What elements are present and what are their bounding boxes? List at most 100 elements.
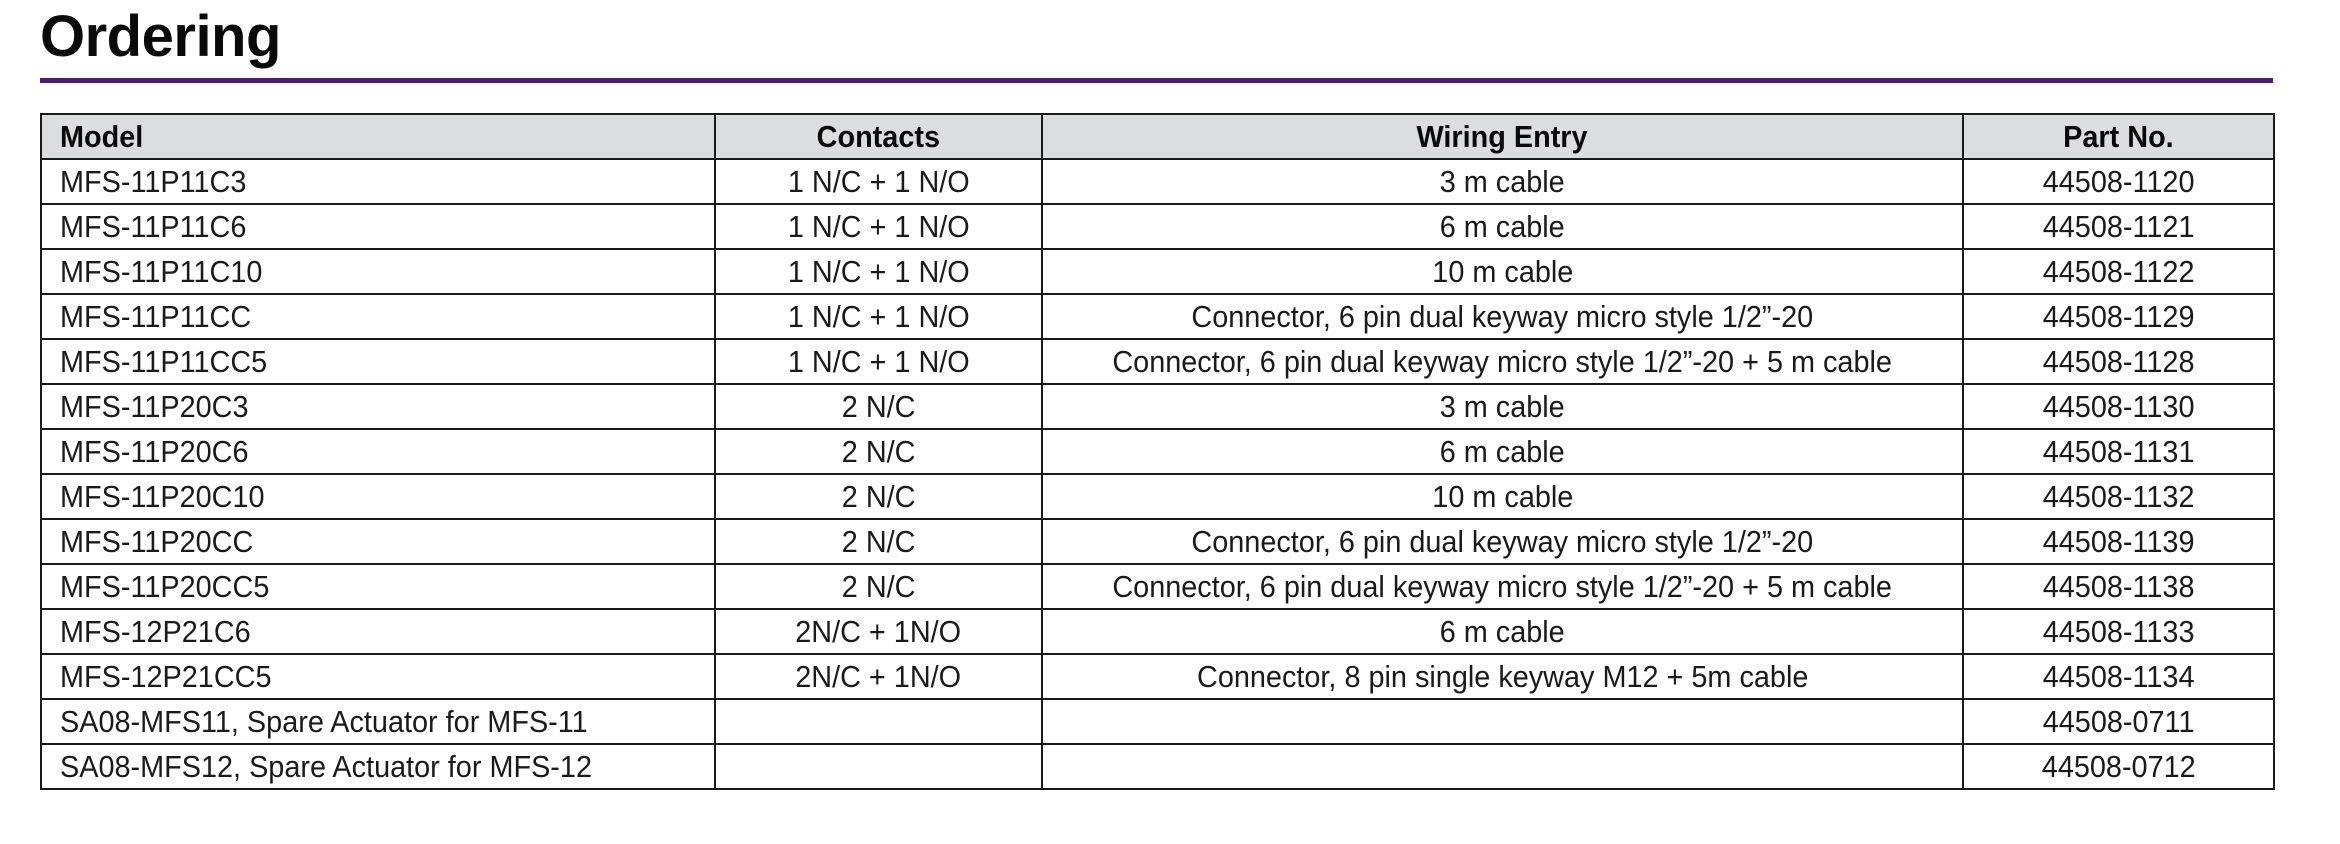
part-no-text: 44508-0711	[2042, 704, 2195, 739]
table-row: MFS-11P20CC5 2 N/C Connector, 6 pin dual…	[40, 563, 2275, 610]
part-no-text: 44508-1122	[2042, 254, 2195, 289]
cell-part-no: 44508-1129	[1962, 293, 2275, 340]
table-row: MFS-11P20C10 2 N/C 10 m cable 44508-1132	[40, 473, 2275, 520]
model-text: MFS-11P11C3	[60, 164, 247, 199]
part-no-text: 44508-1121	[2042, 209, 2195, 244]
contacts-text: 1 N/C + 1 N/O	[787, 164, 970, 199]
cell-contacts: 2 N/C	[714, 518, 1043, 565]
cell-contacts: 2 N/C	[714, 428, 1043, 475]
cell-contacts: 2N/C + 1N/O	[714, 608, 1043, 655]
cell-model: MFS-11P11CC5	[40, 338, 716, 385]
cell-model: MFS-11P20CC	[40, 518, 716, 565]
wiring-entry-text: 3 m cable	[1440, 389, 1565, 424]
part-no-text: 44508-1138	[2042, 569, 2195, 604]
model-text: MFS-11P11C6	[60, 209, 247, 244]
contacts-text: 1 N/C + 1 N/O	[787, 209, 970, 244]
table-row: MFS-12P21C6 2N/C + 1N/O 6 m cable 44508-…	[40, 608, 2275, 655]
cell-contacts: 2N/C + 1N/O	[714, 653, 1043, 700]
cell-wiring-entry	[1041, 698, 1964, 745]
cell-contacts: 2 N/C	[714, 473, 1043, 520]
table-row: MFS-11P11CC5 1 N/C + 1 N/O Connector, 6 …	[40, 338, 2275, 385]
column-header-label: Part No.	[2063, 119, 2174, 154]
model-text: SA08-MFS11, Spare Actuator for MFS-11	[60, 704, 588, 739]
cell-model: SA08-MFS12, Spare Actuator for MFS-12	[40, 743, 716, 790]
cell-model: MFS-11P11CC	[40, 293, 716, 340]
part-no-text: 44508-1128	[2042, 344, 2195, 379]
cell-model: MFS-12P21CC5	[40, 653, 716, 700]
column-header-label: Model	[60, 119, 144, 154]
cell-model: MFS-12P21C6	[40, 608, 716, 655]
column-header-label: Contacts	[816, 119, 941, 154]
column-header-model: Model	[40, 113, 716, 160]
title-divider	[40, 78, 2273, 83]
table-row: MFS-11P20CC 2 N/C Connector, 6 pin dual …	[40, 518, 2275, 565]
contacts-text: 2N/C + 1N/O	[795, 659, 962, 694]
wiring-entry-text: Connector, 6 pin dual keyway micro style…	[1191, 524, 1814, 559]
cell-model: MFS-11P20C6	[40, 428, 716, 475]
cell-contacts	[714, 698, 1043, 745]
part-no-text: 44508-1130	[2042, 389, 2195, 424]
header-row: Model Contacts Wiring Entry Part No.	[40, 113, 2275, 160]
cell-part-no: 44508-1133	[1962, 608, 2275, 655]
part-no-text: 44508-1133	[2042, 614, 2195, 649]
cell-part-no: 44508-0712	[1962, 743, 2275, 790]
model-text: MFS-11P11C10	[60, 254, 263, 289]
page-title: Ordering	[40, 4, 281, 69]
cell-contacts	[714, 743, 1043, 790]
cell-part-no: 44508-1122	[1962, 248, 2275, 295]
cell-contacts: 2 N/C	[714, 383, 1043, 430]
cell-wiring-entry	[1041, 743, 1964, 790]
cell-model: MFS-11P11C3	[40, 158, 716, 205]
cell-wiring-entry: 3 m cable	[1041, 383, 1964, 430]
table-row: MFS-11P11C10 1 N/C + 1 N/O 10 m cable 44…	[40, 248, 2275, 295]
column-header-contacts: Contacts	[714, 113, 1043, 160]
part-no-text: 44508-0712	[2041, 749, 2196, 784]
model-text: MFS-11P20CC	[60, 524, 254, 559]
model-text: SA08-MFS12, Spare Actuator for MFS-12	[60, 749, 592, 784]
cell-model: MFS-11P20C3	[40, 383, 716, 430]
cell-wiring-entry: Connector, 6 pin dual keyway micro style…	[1041, 338, 1964, 385]
cell-part-no: 44508-1139	[1962, 518, 2275, 565]
model-text: MFS-11P20C10	[60, 479, 265, 514]
table-row: MFS-11P11C3 1 N/C + 1 N/O 3 m cable 4450…	[40, 158, 2275, 205]
cell-wiring-entry: Connector, 6 pin dual keyway micro style…	[1041, 293, 1964, 340]
table-row: MFS-11P20C6 2 N/C 6 m cable 44508-1131	[40, 428, 2275, 475]
cell-part-no: 44508-1138	[1962, 563, 2275, 610]
cell-model: MFS-11P11C10	[40, 248, 716, 295]
cell-wiring-entry: 6 m cable	[1041, 428, 1964, 475]
cell-part-no: 44508-1120	[1962, 158, 2275, 205]
column-header-wiring-entry: Wiring Entry	[1041, 113, 1964, 160]
table-row: MFS-11P20C3 2 N/C 3 m cable 44508-1130	[40, 383, 2275, 430]
contacts-text: 2 N/C	[841, 479, 916, 514]
contacts-text: 2 N/C	[841, 434, 916, 469]
cell-model: SA08-MFS11, Spare Actuator for MFS-11	[40, 698, 716, 745]
cell-contacts: 1 N/C + 1 N/O	[714, 248, 1043, 295]
cell-part-no: 44508-1132	[1962, 473, 2275, 520]
column-header-label: Wiring Entry	[1416, 119, 1589, 154]
part-no-text: 44508-1134	[2042, 659, 2195, 694]
cell-contacts: 1 N/C + 1 N/O	[714, 293, 1043, 340]
cell-part-no: 44508-0711	[1962, 698, 2275, 745]
wiring-entry-text: Connector, 6 pin dual keyway micro style…	[1112, 569, 1893, 604]
wiring-entry-text: 3 m cable	[1440, 164, 1565, 199]
cell-wiring-entry: 10 m cable	[1041, 473, 1964, 520]
cell-part-no: 44508-1128	[1962, 338, 2275, 385]
cell-contacts: 1 N/C + 1 N/O	[714, 338, 1043, 385]
wiring-entry-text: 10 m cable	[1431, 254, 1574, 289]
cell-wiring-entry: 6 m cable	[1041, 203, 1964, 250]
cell-model: MFS-11P11C6	[40, 203, 716, 250]
cell-part-no: 44508-1134	[1962, 653, 2275, 700]
model-text: MFS-11P20C6	[60, 434, 249, 469]
cell-contacts: 2 N/C	[714, 563, 1043, 610]
table-header: Model Contacts Wiring Entry Part No.	[40, 113, 2275, 160]
cell-wiring-entry: 3 m cable	[1041, 158, 1964, 205]
table-row: MFS-11P11C6 1 N/C + 1 N/O 6 m cable 4450…	[40, 203, 2275, 250]
part-no-text: 44508-1129	[2042, 299, 2195, 334]
contacts-text: 2 N/C	[841, 389, 916, 424]
contacts-text: 1 N/C + 1 N/O	[787, 254, 970, 289]
wiring-entry-text: 10 m cable	[1431, 479, 1574, 514]
contacts-text: 1 N/C + 1 N/O	[787, 344, 970, 379]
contacts-text: 2 N/C	[841, 524, 916, 559]
cell-wiring-entry: 6 m cable	[1041, 608, 1964, 655]
part-no-text: 44508-1139	[2042, 524, 2195, 559]
